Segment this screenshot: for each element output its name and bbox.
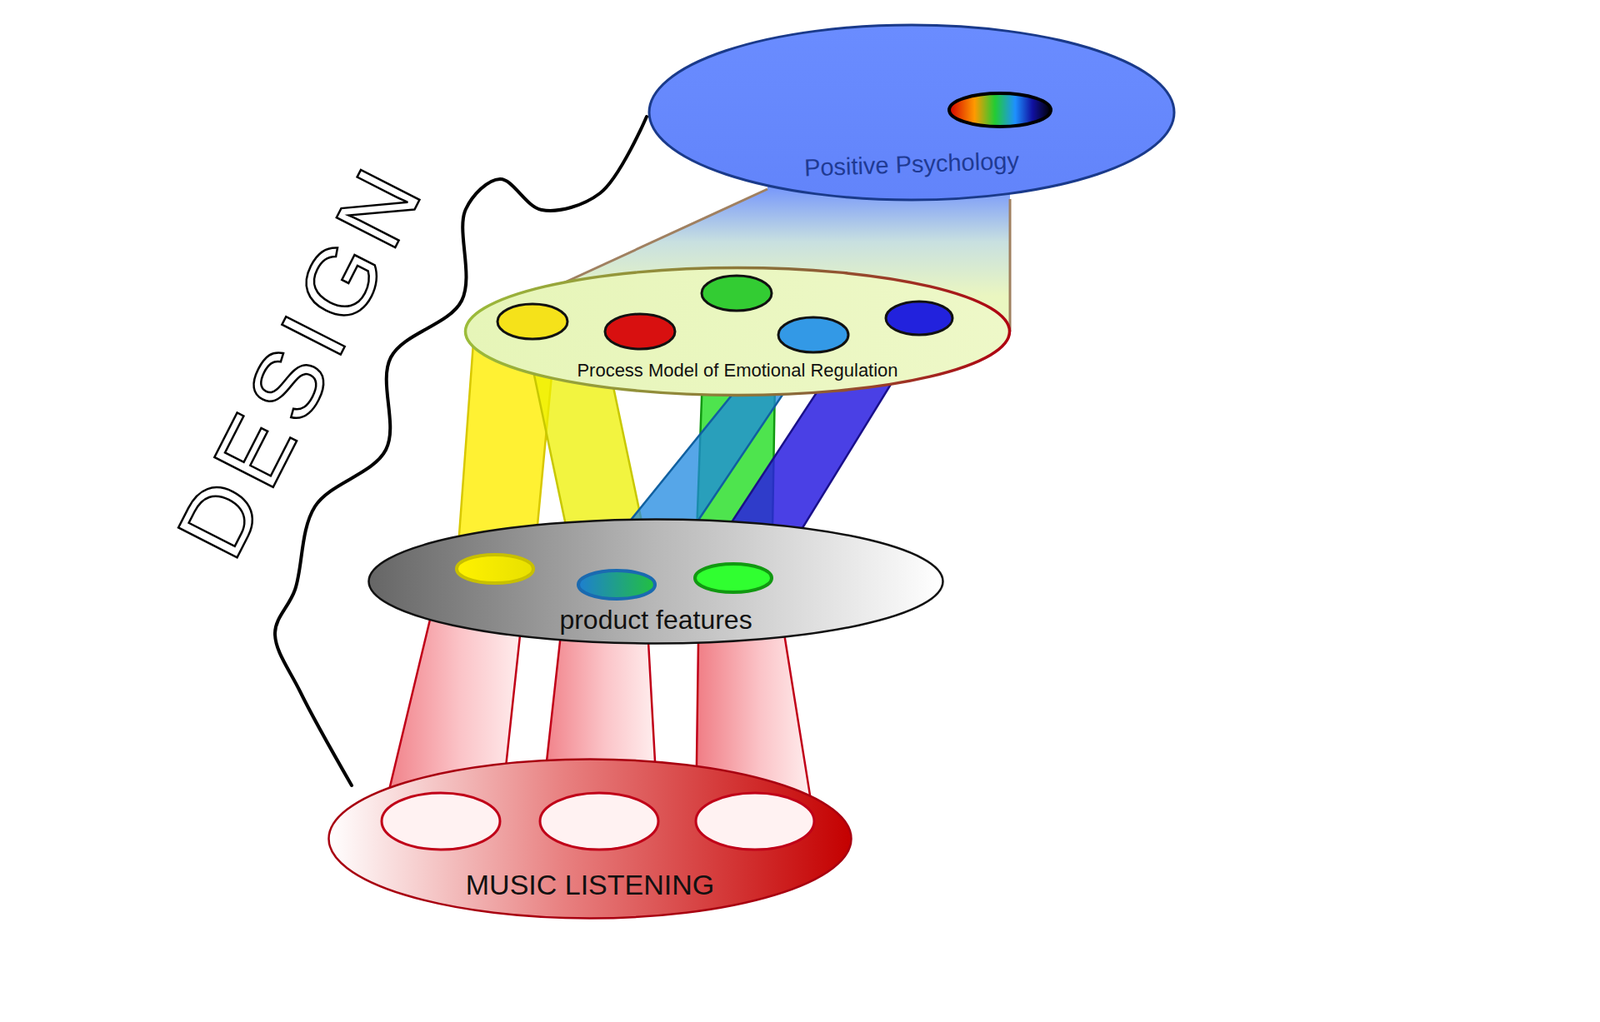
- beam-end: [578, 570, 655, 600]
- positive-psychology-ellipse: Positive Psychology: [646, 22, 1177, 203]
- process-model-ellipse: Process Model of Emotional Regulation: [462, 265, 1013, 399]
- strategy-dot: [497, 304, 568, 340]
- node-label: MUSIC LISTENING: [465, 870, 715, 901]
- ellipse-shape: [369, 520, 944, 645]
- node-label: product features: [559, 605, 752, 635]
- connector-layer: [381, 95, 1010, 822]
- spectrum-disc: [949, 93, 1051, 127]
- ellipse-shape: [649, 25, 1175, 200]
- cylinder-end: [381, 793, 500, 850]
- ellipse-shape: [329, 760, 852, 920]
- music-listening-ellipse: MUSIC LISTENING: [326, 757, 854, 921]
- beam-edge: [1009, 199, 1012, 332]
- design-label: DESIGN: [159, 145, 443, 573]
- cylinder-end: [540, 793, 659, 850]
- beam-end: [695, 564, 772, 593]
- strategy-dot: [701, 275, 772, 311]
- strategy-dot: [605, 314, 675, 350]
- cylinder-end: [695, 793, 815, 850]
- node-label: Process Model of Emotional Regulation: [576, 360, 898, 381]
- strategy-dot: [778, 317, 849, 353]
- ellipse-shape: [465, 268, 1010, 396]
- product-features-ellipse: product features: [366, 517, 945, 646]
- beam-end: [456, 555, 534, 584]
- strategy-dot: [885, 301, 953, 335]
